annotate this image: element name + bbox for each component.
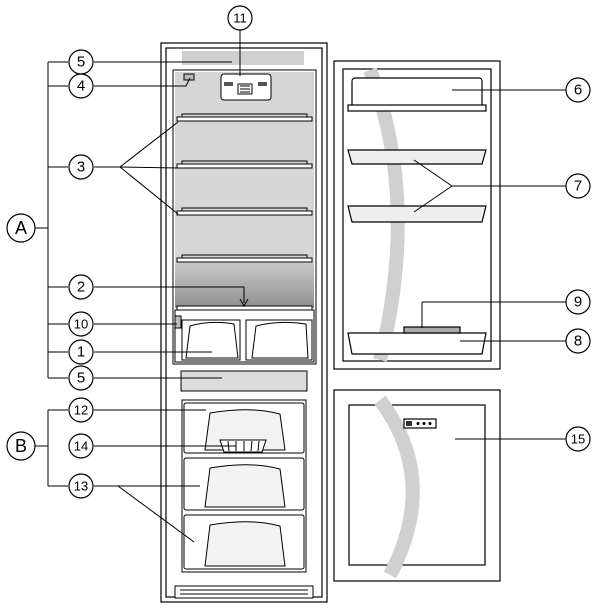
callout-4: 4	[68, 73, 94, 99]
callout-label: 1	[77, 344, 85, 361]
callout-8: 8	[565, 328, 591, 354]
vegetable-crispers	[174, 309, 315, 363]
callout-label: 12	[74, 403, 88, 418]
callout-10: 10	[68, 311, 94, 337]
callout-7: 7	[565, 173, 591, 199]
callout-9: 9	[565, 289, 591, 315]
ice-tray	[219, 439, 267, 453]
fridge-compartment	[172, 69, 317, 365]
callout-label: 6	[574, 82, 582, 99]
callout-label: 2	[77, 279, 85, 296]
callout-1: 1	[68, 339, 94, 365]
group-label: B	[15, 436, 27, 456]
freezer-door	[333, 389, 501, 582]
leader-lines	[34, 30, 566, 543]
freezer-drawers	[183, 402, 305, 570]
fridge-door	[333, 60, 501, 370]
callout-label: 10	[74, 317, 88, 332]
callout-11: 11	[227, 5, 253, 31]
callout-label: 9	[574, 294, 582, 311]
callout-5-top: 5	[68, 49, 94, 75]
door-balconies	[347, 149, 487, 355]
group-label-a: A	[6, 213, 36, 243]
divider-panel	[180, 370, 308, 392]
callout-label: 3	[77, 159, 85, 176]
callout-label: 5	[77, 54, 85, 71]
top-control-strip	[182, 51, 304, 65]
callout-3: 3	[68, 154, 94, 180]
callout-label: 7	[574, 178, 582, 195]
callout-label: 5	[77, 370, 85, 387]
group-label-b: B	[6, 431, 36, 461]
callout-5-bottom: 5	[68, 365, 94, 391]
group-label: A	[15, 218, 27, 238]
callout-label: 13	[74, 479, 88, 494]
callout-13: 13	[68, 473, 94, 499]
callout-14: 14	[68, 433, 94, 459]
door-top-compartment	[347, 77, 487, 112]
callout-2: 2	[68, 274, 94, 300]
freezer-control-panel	[403, 418, 437, 429]
freezer-compartment	[181, 399, 307, 573]
bottom-grille	[174, 585, 314, 599]
callout-6: 6	[565, 77, 591, 103]
thermostat-light-unit	[220, 73, 272, 101]
callout-label: 11	[233, 11, 247, 26]
callout-15: 15	[565, 426, 591, 452]
callouts: 5 4 3 2 10 1 5 11 6 7 9 8 15 12 14 13 A …	[6, 5, 591, 499]
glass-shelves	[176, 113, 313, 311]
callout-12: 12	[68, 397, 94, 423]
callout-label: 14	[74, 439, 88, 454]
callout-label: 4	[77, 78, 85, 95]
callout-label: 15	[571, 432, 585, 447]
callout-label: 8	[574, 333, 582, 350]
